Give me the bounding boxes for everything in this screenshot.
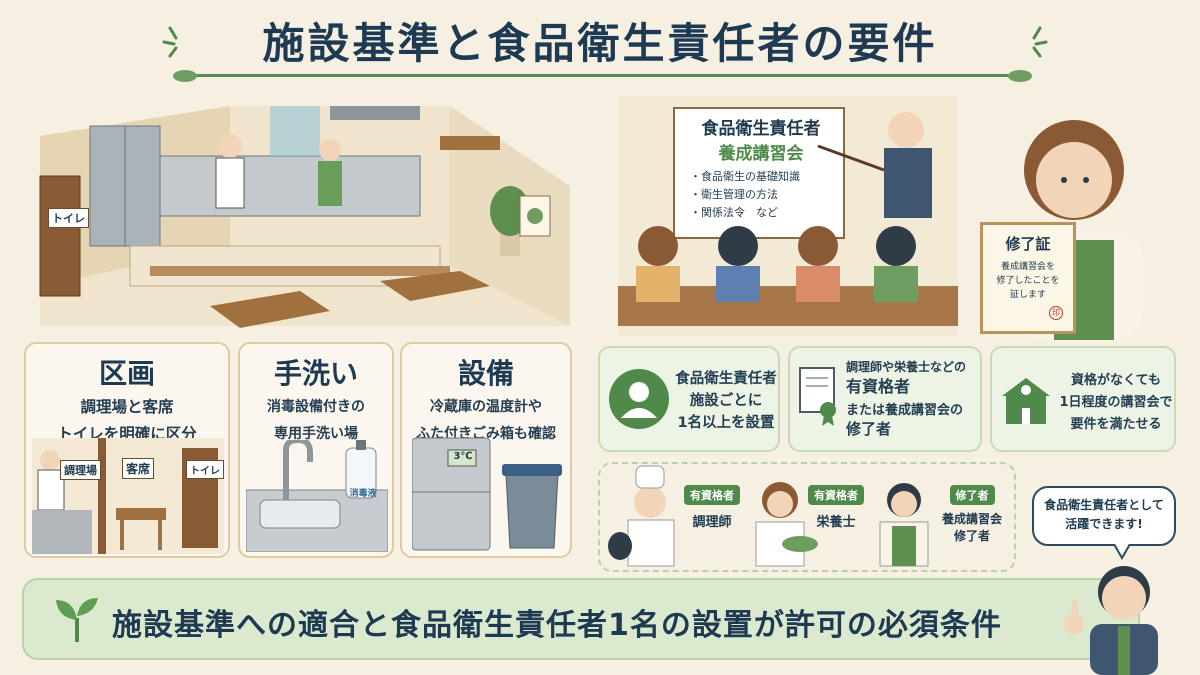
card-equipment-line1: 冷蔵庫の温度計や [430,399,542,415]
info-qualified-line3: または養成講習会の [846,403,964,418]
person-graduate-name2: 修了者 [953,529,990,543]
qualified-people-row [598,462,1016,572]
info-box-qualified: 調理師や栄養士などの 有資格者 または養成講習会の 修了者 [788,346,982,452]
bottle-label: 消毒液 [349,489,377,499]
toilet-sign: トイレ [48,208,89,228]
person-dietitian-name: 栄養士 [816,515,856,530]
board-item: ・衛生管理の方法 [690,188,778,201]
certificate-seal: 印 [1049,306,1063,320]
lecture-illustration [618,96,958,336]
person-cook-name: 調理師 [692,515,732,530]
fridge-and-bin-illustration [412,437,562,551]
info-qualified-line2: 有資格者 [846,377,911,396]
sink-icon [246,440,388,552]
card-handwash: 手洗い 消毒設備付きの 専用手洗い場 消毒液 [238,342,394,558]
speech-tail [1113,544,1131,560]
info-box-manager: 食品衛生責任者 施設ごとに 1名以上を設置 [598,346,780,452]
summary-text: 施設基準への適合と食品衛生責任者1名の設置が許可の必須条件 [112,608,1002,643]
speech-line2: 活躍できます! [1065,517,1143,531]
sparkle-left-icon [162,26,178,58]
card-handwash-line1: 消毒設備付きの [267,399,365,415]
board-item: ・食品衛生の基礎知識 [690,170,800,183]
card-partition-line1: 調理場と客席 [80,398,174,416]
speech-bubble: 食品衛生責任者として 活躍できます! [1032,486,1176,546]
man-pointing-illustration [1064,566,1158,675]
certificate-title: 修了証 [1005,235,1051,253]
card-handwash-heading: 手洗い [273,357,358,390]
people-illustration [608,465,929,567]
label-seats: 客席 [122,458,155,479]
board-item: ・関係法令 など [690,206,778,219]
board-title1: 食品衛生責任者 [701,119,821,139]
info-manager-line2: 施設ごとに [689,393,763,409]
sprout-icon [56,598,98,642]
lecture-board: 食品衛生責任者 養成講習会 ・食品衛生の基礎知識 ・衛生管理の方法 ・関係法令 … [676,114,846,222]
person-graduate-name: 養成講習会 [941,512,1002,526]
card-equipment-heading: 設備 [457,357,514,390]
info-manager-line1: 食品衛生責任者 [675,371,777,387]
certificate-line2: 修了したことを [996,276,1060,286]
tag-qualified: 有資格者 [684,485,740,505]
board-title2: 養成講習会 [718,144,804,164]
speech-line1: 食品衛生責任者として [1044,498,1164,512]
summary-banner: 施設基準への適合と食品衛生責任者1名の設置が許可の必須条件 [22,578,1140,660]
info-box-no-license: 資格がなくても 1日程度の講習会で 要件を満たせる [990,346,1176,452]
leaf-right-icon [1008,70,1032,82]
certificate-line1: 養成講習会を [1000,262,1055,272]
person-cook: 有資格者 調理師 [684,484,740,530]
info-nolicense-line1: 資格がなくても [1071,373,1161,388]
info-manager-line3: 1名以上を設置 [677,415,775,431]
sparkle-right-icon [1032,26,1048,58]
certificate-line3: 証します [1009,290,1046,300]
info-qualified-line4: 修了者 [846,420,892,438]
card-equipment: 設備 冷蔵庫の温度計や ふた付きごみ箱も確認 3℃ [400,342,572,558]
leaf-left-icon [173,70,197,82]
label-toilet: トイレ [186,460,224,479]
certificate-ribbon-icon [799,367,836,426]
tag-qualified: 有資格者 [808,485,864,505]
restaurant-illustration [39,106,570,328]
title-underline [180,74,1020,77]
person-dietitian: 有資格者 栄養士 [808,484,864,530]
card-handwash-line2: 専用手洗い場 [274,426,358,442]
info-nolicense-line2: 1日程度の講習会で [1059,395,1173,410]
tag-graduate: 修了者 [949,485,995,505]
thermometer-reading: 3℃ [453,451,473,462]
school-building-icon [1002,378,1050,424]
partition-illustration [32,438,224,554]
label-kitchen: 調理場 [60,460,101,480]
info-nolicense-line3: 要件を満たせる [1070,417,1162,432]
certificate: 修了証 養成講習会を 修了したことを 証します 印 [980,222,1076,334]
card-partition-heading: 区画 [98,357,155,390]
info-qualified-line1: 調理師や栄養士などの [846,360,967,374]
person-course-graduate: 修了者 養成講習会 修了者 [934,484,1010,545]
person-icon [609,369,669,429]
card-partition: 区画 調理場と客席 トイレを明確に区分 調理場 客席 トイレ [24,342,230,558]
page-title: 施設基準と食品衛生責任者の要件 [262,19,938,68]
